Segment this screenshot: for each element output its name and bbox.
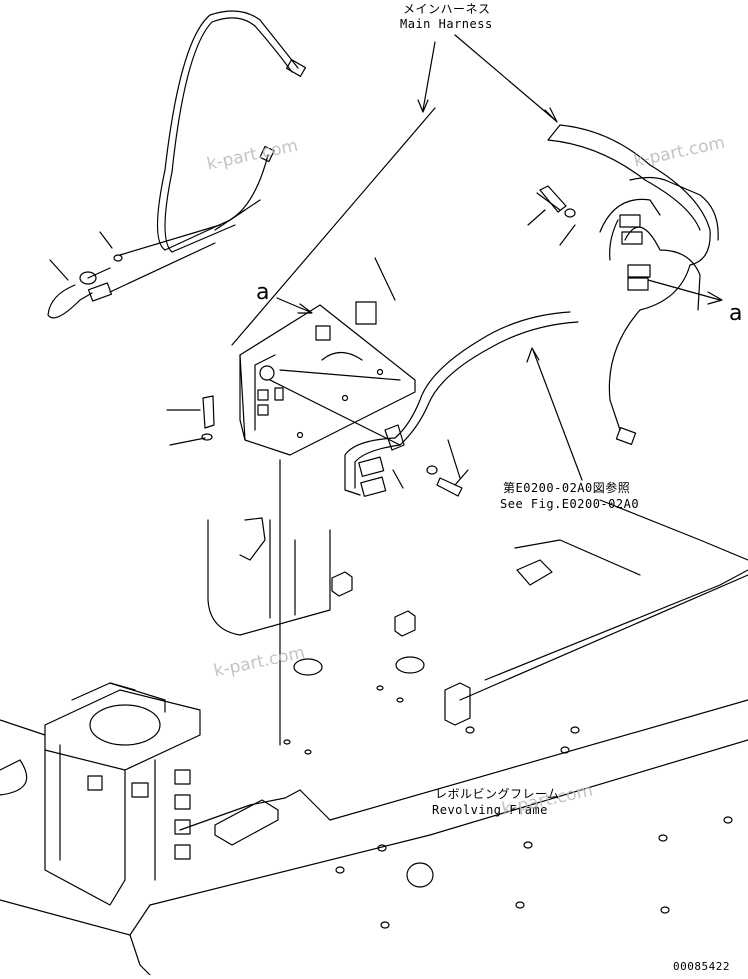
see-fig-label-en: See Fig.E0200-02A0 bbox=[500, 497, 640, 511]
main-harness bbox=[527, 124, 719, 445]
revolving-frame bbox=[0, 499, 748, 976]
bracket-plate bbox=[201, 301, 416, 456]
main-harness-label-jp: メインハーネス bbox=[403, 2, 491, 16]
see-fig-label-jp: 第E0200-02A0図参照 bbox=[503, 481, 631, 495]
harness-hose bbox=[344, 311, 579, 497]
callout-a-right: a bbox=[729, 301, 743, 326]
drawing-number: 00085422 bbox=[673, 960, 730, 973]
revolving-frame-label-jp: レボルビングフレーム bbox=[435, 787, 560, 801]
revolving-frame-label-en: Revolving Frame bbox=[432, 803, 548, 817]
harness-left bbox=[47, 10, 436, 346]
pillar-structure bbox=[207, 459, 331, 746]
leader-lines bbox=[49, 34, 723, 489]
main-harness-label-en: Main Harness bbox=[400, 17, 493, 31]
callout-a-left: a bbox=[256, 280, 270, 305]
